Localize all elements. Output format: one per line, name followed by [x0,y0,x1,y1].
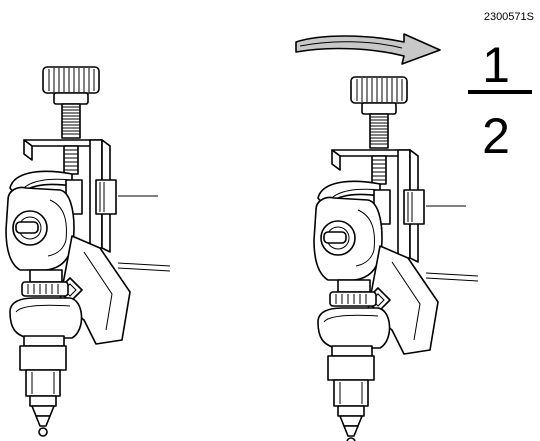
fraction-denominator: 2 [482,108,510,164]
injector-tool-before-turn [5,66,171,437]
figure-reference-code: 2300571S [484,11,534,23]
curved-rotation-arrow-icon [295,33,441,65]
injector-tool-after-half-turn [313,76,479,441]
fraction-numerator: 1 [482,37,510,93]
